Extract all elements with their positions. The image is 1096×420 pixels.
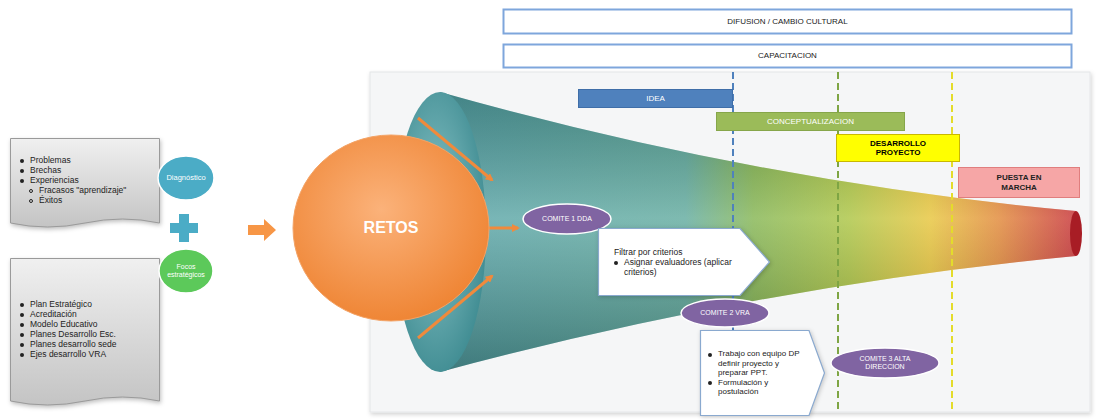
committee-ellipse: COMITE 3 ALTA DIRECCION (830, 347, 940, 379)
text-row: Filtrar por criterios (614, 247, 736, 257)
challenge-circle: RETOS (292, 134, 490, 322)
committee-ellipse: COMITE 2 VRA (680, 298, 770, 328)
node-text: Diagnóstico (166, 174, 205, 183)
node-text: Fracasos "aprendizaje" (39, 185, 126, 195)
bullet-dot (20, 159, 24, 163)
bullet-dot (614, 261, 618, 265)
band: CAPACITACION (503, 44, 1072, 68)
text-row: Focos estratégicos (164, 263, 208, 280)
node-text: CONCEPTUALIZACION (767, 117, 854, 126)
node-text: Éxitos (39, 195, 62, 205)
text-row: Fracasos "aprendizaje" (29, 185, 154, 195)
text-row: Planes desarrollo sede (20, 339, 154, 349)
node-text: DIFUSION / CAMBIO CULTURAL (727, 17, 847, 26)
callout-box: Filtrar por criteriosAsignar evaluadores… (598, 228, 770, 296)
text-row: DIFUSION / CAMBIO CULTURAL (727, 17, 847, 26)
stage-label: PUESTA EN MARCHA (958, 167, 1080, 198)
category-circle: Focos estratégicos (158, 248, 214, 294)
stage-label: DESARROLLO PROYECTO (836, 134, 960, 162)
text-row: Ejes desarrollo VRA (20, 349, 154, 359)
node-text: COMITE 3 ALTA DIRECCION (849, 355, 921, 372)
bullet-dot (708, 353, 712, 357)
node-text: Plan Estratégico (30, 299, 92, 309)
bullet-dot (20, 353, 24, 357)
text-row: Éxitos (29, 195, 154, 205)
bullet-dot (20, 323, 24, 327)
bullet-dot (20, 179, 24, 183)
document-box: Plan EstratégicoAcreditaciónModelo Educa… (10, 258, 160, 408)
text-row: Diagnóstico (166, 174, 205, 183)
text-row: Plan Estratégico (20, 299, 154, 309)
node-text: Brechas (30, 165, 61, 175)
bullet-ring (29, 189, 33, 193)
node-text: Formulación y postulación (718, 378, 805, 397)
node-text: Trabajo con equipo DP definir proyecto y… (718, 349, 805, 377)
node-text: Asignar evaluadores (aplicar criterios) (624, 257, 736, 277)
node-text: Modelo Educativo (30, 319, 98, 329)
node-text: Focos estratégicos (164, 263, 208, 280)
node-text: Ejes desarrollo VRA (30, 349, 106, 359)
text-row: Formulación y postulación (708, 378, 805, 397)
node-text: RETOS (364, 219, 419, 238)
text-row: DESARROLLO PROYECTO (853, 139, 943, 158)
node-text: COMITE 1 DDA (542, 215, 592, 223)
text-row: Modelo Educativo (20, 319, 154, 329)
node-text: Acreditación (30, 309, 77, 319)
text-row: Asignar evaluadores (aplicar criterios) (614, 257, 736, 277)
node-text: Planes Desarrollo Esc. (30, 329, 116, 339)
text-row: COMITE 3 ALTA DIRECCION (849, 355, 921, 372)
node-text: DESARROLLO PROYECTO (853, 139, 943, 158)
text-row: CONCEPTUALIZACION (767, 117, 854, 126)
node-text: Planes desarrollo sede (30, 339, 116, 349)
bullet-dot (708, 381, 712, 385)
document-box: ProblemasBrechasExperienciasFracasos "ap… (10, 138, 160, 230)
bullet-dot (20, 313, 24, 317)
node-text: IDEA (646, 94, 665, 103)
node-text: CAPACITACION (758, 51, 817, 60)
node-text: PUESTA EN MARCHA (979, 173, 1059, 192)
text-row: RETOS (364, 219, 419, 238)
stage-label: IDEA (578, 89, 733, 108)
bullet-dot (20, 303, 24, 307)
text-row: CAPACITACION (758, 51, 817, 60)
text-row: PUESTA EN MARCHA (979, 173, 1059, 192)
text-row: Brechas (20, 165, 154, 175)
stage-label: CONCEPTUALIZACION (716, 112, 905, 131)
text-row: Planes Desarrollo Esc. (20, 329, 154, 339)
category-circle: Diagnóstico (157, 155, 215, 201)
text-row: Acreditación (20, 309, 154, 319)
bullet-dot (20, 169, 24, 173)
node-text: Experiencias (30, 175, 79, 185)
text-row: COMITE 2 VRA (700, 309, 750, 317)
callout-box: Trabajo con equipo DP definir proyecto y… (700, 330, 825, 416)
node-text: Filtrar por criterios (614, 247, 682, 257)
bullet-ring (29, 199, 33, 203)
bullet-dot (20, 343, 24, 347)
bullet-dot (20, 333, 24, 337)
text-row: Problemas (20, 155, 154, 165)
text-row: IDEA (646, 94, 665, 103)
text-row: COMITE 1 DDA (542, 215, 592, 223)
text-row: Experiencias (20, 175, 154, 185)
band: DIFUSION / CAMBIO CULTURAL (503, 9, 1072, 34)
node-text: Problemas (30, 155, 71, 165)
text-row: Trabajo con equipo DP definir proyecto y… (708, 349, 805, 377)
node-text: COMITE 2 VRA (700, 309, 749, 317)
